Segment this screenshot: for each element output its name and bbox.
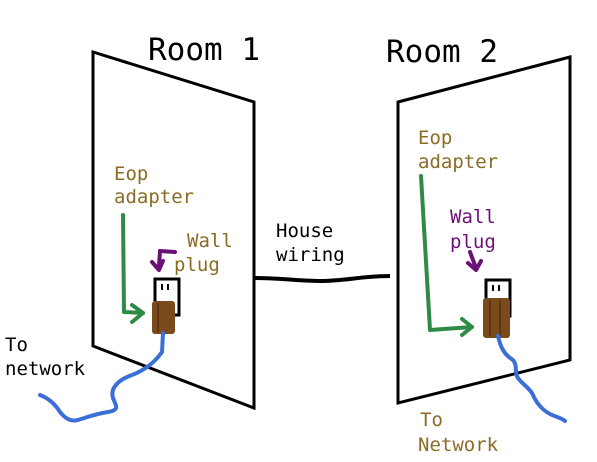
house-wiring-line: [253, 274, 391, 284]
room2-eop-label-line1: Eop: [418, 127, 452, 149]
room2-eop-adapter: [483, 298, 510, 338]
room2-network-label-line1: To: [420, 409, 443, 431]
room1-wall: [91, 49, 256, 411]
room1-network-label-line2: network: [5, 358, 86, 380]
room2-wall: [396, 55, 572, 405]
room1-plug-label-line1: Wall: [187, 230, 233, 252]
room1-network-cable: [38, 331, 165, 423]
room2-eop-arrow: [419, 174, 474, 337]
room1-eop-label-line2: adapter: [114, 186, 194, 208]
room2-plug-label-line2: plug: [450, 231, 496, 253]
room2-eop-label-line2: adapter: [418, 151, 498, 173]
room1-plug-label-line2: plug: [174, 254, 220, 276]
room1-network-label-line1: To: [5, 334, 28, 356]
room2-plug-label-line1: Wall: [450, 206, 496, 228]
room1-title: Room 1: [148, 32, 260, 68]
room1-eop-adapter: [152, 301, 175, 334]
room2-network-label-line2: Network: [418, 434, 499, 456]
room2-network-cable: [496, 334, 567, 423]
room1-eop-arrow: [121, 213, 145, 324]
house-wiring-label-line2: wiring: [276, 244, 345, 266]
room1-plug-arrow: [150, 249, 177, 272]
house-wiring-label-line1: House: [276, 220, 333, 242]
room2-title: Room 2: [386, 34, 498, 70]
room2-plug-arrow: [466, 250, 483, 272]
room1-eop-label-line1: Eop: [114, 163, 148, 185]
